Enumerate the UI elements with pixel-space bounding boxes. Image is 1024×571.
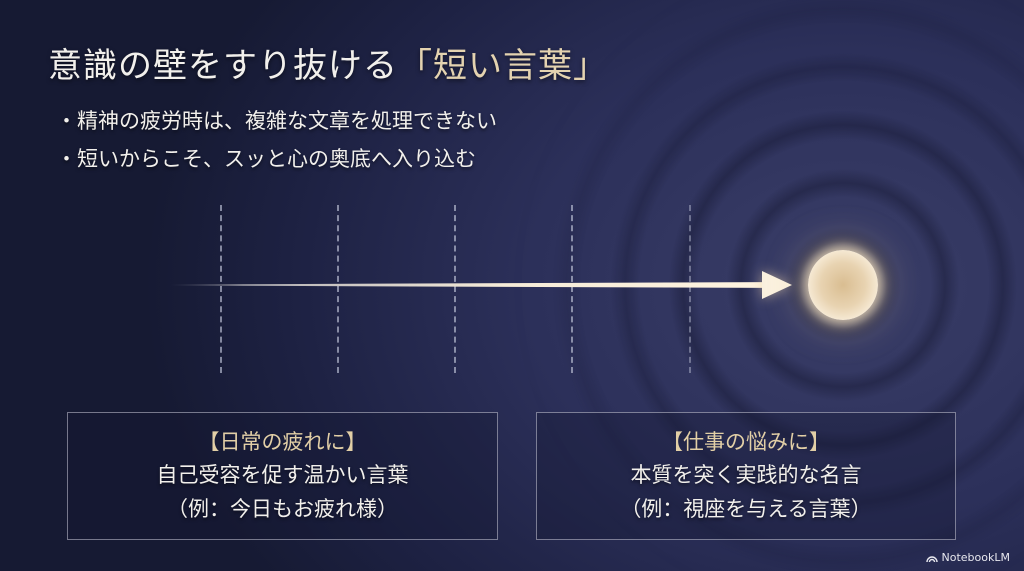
- dashed-barrier-line: [689, 205, 691, 373]
- arrow-shaft: [170, 282, 778, 288]
- dashed-barrier-line: [220, 205, 222, 373]
- card-heading: 【仕事の悩みに】: [662, 430, 830, 454]
- dashed-barrier-line: [337, 205, 339, 373]
- card-line: 自己受容を促す温かい言葉: [156, 463, 409, 487]
- brand-label: NotebookLM: [941, 551, 1010, 564]
- arrow-right-icon: [762, 271, 792, 299]
- title-accent: 「短い言葉」: [398, 46, 608, 86]
- title-main: 意識の壁をすり抜ける: [48, 46, 398, 86]
- card-daily-fatigue: 【日常の疲れに】 自己受容を促す温かい言葉 （例：今日もお疲れ様）: [67, 412, 498, 540]
- slide-title: 意識の壁をすり抜ける「短い言葉」: [48, 38, 608, 87]
- bullet-item: ・短いからこそ、スッと心の奥底へ入り込む: [56, 147, 476, 171]
- bullet-item: ・精神の疲労時は、複雑な文章を処理できない: [56, 109, 497, 133]
- card-example: （例：視座を与える言葉）: [620, 497, 872, 521]
- card-example: （例：今日もお疲れ様）: [167, 497, 398, 521]
- bullet-list: ・精神の疲労時は、複雑な文章を処理できない ・短いからこそ、スッと心の奥底へ入り…: [56, 102, 497, 178]
- card-heading: 【日常の疲れに】: [198, 430, 367, 454]
- dashed-barrier-line: [454, 205, 456, 373]
- glowing-orb-icon: [808, 250, 878, 320]
- notebooklm-logo-icon: [925, 555, 938, 562]
- dashed-barrier-line: [571, 205, 573, 373]
- card-line: 本質を突く実践的な名言: [630, 463, 862, 487]
- card-work-worries: 【仕事の悩みに】 本質を突く実践的な名言 （例：視座を与える言葉）: [536, 412, 956, 540]
- notebooklm-branding: NotebookLM: [925, 551, 1010, 564]
